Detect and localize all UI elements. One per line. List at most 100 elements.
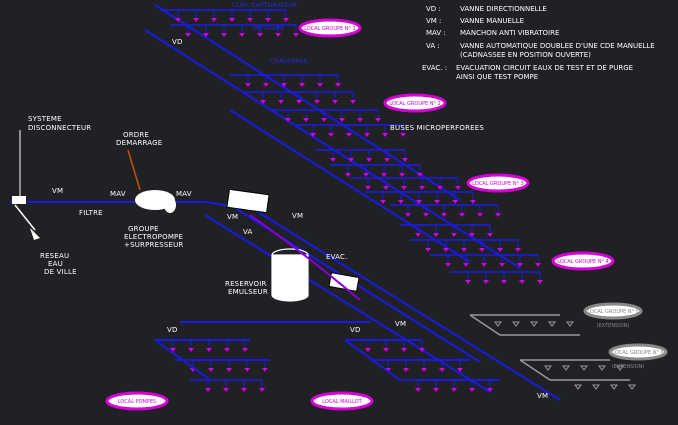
nozzle-icon bbox=[470, 200, 476, 204]
nozzle-icon bbox=[481, 263, 487, 267]
label-vd-2: VD bbox=[167, 326, 178, 334]
nozzle-icon bbox=[441, 213, 447, 217]
nozzle-icon bbox=[381, 173, 387, 177]
disconnector bbox=[12, 196, 26, 204]
nozzle-icon bbox=[193, 18, 199, 22]
nozzle-icon bbox=[365, 186, 371, 190]
nozzle-icon bbox=[296, 100, 302, 104]
label-electropompe: ELECTROPOMPE bbox=[124, 233, 184, 241]
nozzle-icon bbox=[416, 200, 422, 204]
nozzle-icon bbox=[224, 348, 230, 352]
nozzle-icon bbox=[459, 213, 465, 217]
nozzle-icon bbox=[257, 33, 263, 37]
extension-nozzle-icon bbox=[580, 365, 588, 371]
nozzle-icon bbox=[483, 280, 489, 284]
label-filtre: FILTRE bbox=[79, 209, 103, 217]
nozzle-icon bbox=[317, 83, 323, 87]
nozzle-icon bbox=[497, 248, 503, 252]
nozzle-icon bbox=[455, 186, 461, 190]
extension-nozzle-icon bbox=[512, 321, 520, 327]
nozzle-icon bbox=[383, 348, 389, 352]
reservoir-tank bbox=[271, 248, 309, 302]
group-ellipse bbox=[608, 343, 668, 361]
nozzle-icon bbox=[517, 263, 523, 267]
nozzle-icon bbox=[403, 368, 409, 372]
nozzle-icon bbox=[170, 348, 176, 352]
nozzle-icon bbox=[208, 368, 214, 372]
label-demarrage: DEMARRAGE bbox=[116, 139, 163, 147]
nozzle-icon bbox=[439, 368, 445, 372]
nozzle-icon bbox=[283, 18, 289, 22]
nozzle-icon bbox=[265, 18, 271, 22]
label-reservoir: RESERVOIR bbox=[225, 280, 267, 288]
legend-vm-code: VM : bbox=[426, 17, 442, 25]
order-signal-line bbox=[127, 149, 141, 191]
nozzle-icon bbox=[415, 233, 421, 237]
nozzle-icon bbox=[281, 83, 287, 87]
group-ellipse bbox=[551, 251, 615, 271]
label-reseau: RESEAU bbox=[40, 252, 70, 260]
nozzle-icon bbox=[487, 233, 493, 237]
nozzle-icon bbox=[443, 248, 449, 252]
nozzle-icon bbox=[242, 348, 248, 352]
nozzle-icon bbox=[206, 348, 212, 352]
nozzle-icon bbox=[321, 118, 327, 122]
extension-nozzle-icon bbox=[530, 321, 538, 327]
label-emulseur: EMULSEUR bbox=[228, 288, 268, 296]
nozzle-icon bbox=[487, 388, 493, 392]
label-de-ville: DE VILLE bbox=[44, 268, 77, 276]
nozzle-icon bbox=[400, 133, 406, 137]
nozzle-icon bbox=[364, 133, 370, 137]
label-eau: EAU bbox=[48, 260, 63, 268]
reseau-arrow bbox=[30, 228, 40, 240]
legend-vd-text: VANNE DIRECTIONNELLE bbox=[460, 5, 547, 13]
nozzle-icon bbox=[398, 200, 404, 204]
group-ellipse bbox=[583, 302, 643, 320]
label-groupe: GROUPE bbox=[128, 225, 159, 233]
top-label-3: CHAUFFAGE bbox=[270, 58, 308, 65]
extension-nozzle-icon bbox=[628, 384, 636, 390]
group-ellipse bbox=[105, 391, 169, 411]
nozzle-icon bbox=[515, 248, 521, 252]
nozzle-icon bbox=[457, 368, 463, 372]
legend-evac-text: EVACUATION CIRCUIT EAUX DE TEST ET DE PU… bbox=[456, 64, 634, 72]
group-label-6: LOCAL GROUPE N° 6 bbox=[612, 350, 664, 356]
nozzle-icon bbox=[303, 118, 309, 122]
label-vm-4: VM bbox=[395, 320, 407, 328]
nozzle-icon bbox=[335, 83, 341, 87]
label-mav-2: MAV bbox=[176, 190, 192, 198]
nozzle-icon bbox=[263, 83, 269, 87]
nozzle-icon bbox=[421, 368, 427, 372]
label-surpresseur: +SURPRESSEUR bbox=[124, 241, 184, 249]
nozzle-icon bbox=[519, 280, 525, 284]
label-buses: BUSES MICROPERFOREES bbox=[390, 124, 485, 132]
nozzle-icon bbox=[299, 83, 305, 87]
nozzle-icon bbox=[310, 133, 316, 137]
control-panel-2 bbox=[328, 272, 360, 292]
label-systeme: SYSTEME bbox=[28, 115, 62, 123]
nozzle-icon bbox=[247, 18, 253, 22]
legend-mav-code: MAV : bbox=[426, 29, 446, 37]
nozzle-icon bbox=[477, 213, 483, 217]
group-ellipse bbox=[298, 18, 362, 38]
group-ellipse bbox=[383, 93, 447, 113]
nozzle-icon bbox=[285, 118, 291, 122]
group-label-7: LOCAL POMPES bbox=[117, 399, 157, 405]
nozzle-icon bbox=[203, 33, 209, 37]
nozzle-icon bbox=[437, 186, 443, 190]
nozzle-icon bbox=[357, 118, 363, 122]
nozzle-icon bbox=[383, 186, 389, 190]
nozzle-icon bbox=[330, 158, 336, 162]
label-vm-3: VM bbox=[292, 212, 304, 220]
nozzle-icon bbox=[417, 173, 423, 177]
nozzle-icon bbox=[469, 388, 475, 392]
nozzle-icon bbox=[423, 213, 429, 217]
group-label-2: LOCAL GROUPE N° 2 bbox=[389, 101, 441, 107]
group-label-3: LOCAL GROUPE N° 3 bbox=[472, 181, 524, 187]
nozzle-icon bbox=[461, 248, 467, 252]
nozzle-icon bbox=[239, 33, 245, 37]
nozzle-icon bbox=[375, 118, 381, 122]
group-label-4: LOCAL GROUPE N° 4 bbox=[557, 259, 609, 265]
nozzle-icon bbox=[469, 233, 475, 237]
extension-nozzle-icon bbox=[548, 321, 556, 327]
